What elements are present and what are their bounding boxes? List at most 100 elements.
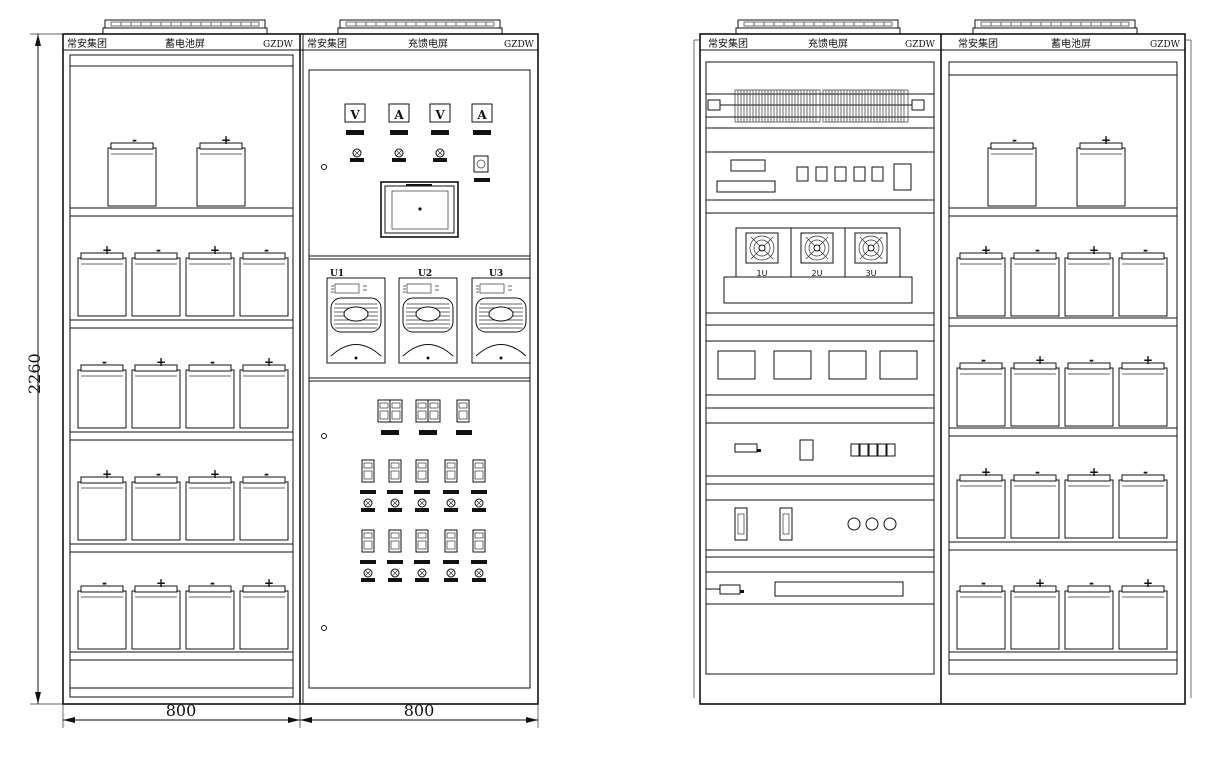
door-lock-icon xyxy=(321,433,327,439)
ammeter xyxy=(471,103,493,123)
rectifier-module xyxy=(398,277,458,364)
battery-terminal: + xyxy=(1101,133,1111,147)
width-dimension: 800 xyxy=(166,701,197,720)
module-label: U3 xyxy=(489,269,503,279)
panel-code: GZDW xyxy=(504,40,535,50)
battery xyxy=(239,364,289,429)
heater-resistor xyxy=(706,89,934,123)
battery xyxy=(239,585,289,650)
battery xyxy=(185,585,235,650)
module-label: U2 xyxy=(418,269,432,279)
battery xyxy=(77,476,127,541)
voltmeter xyxy=(429,103,451,123)
vent-grille xyxy=(337,19,503,35)
battery-row: + - + - xyxy=(77,243,289,317)
terminal-row xyxy=(734,439,896,461)
battery-terminal: + xyxy=(210,467,220,481)
battery-terminal: - xyxy=(264,243,269,257)
panel-code: GZDW xyxy=(1150,40,1181,50)
indicator-lamp-icon xyxy=(391,148,407,163)
battery xyxy=(239,476,289,541)
voltmeter xyxy=(344,103,366,123)
company-name: 常安集团 xyxy=(67,37,107,50)
battery-terminal: - xyxy=(1035,243,1040,257)
cooling-fan-icon xyxy=(745,232,779,264)
meter-label: A xyxy=(476,108,487,122)
battery xyxy=(131,252,181,317)
meter-label: V xyxy=(434,108,445,122)
panel-code: GZDW xyxy=(263,40,294,50)
battery-terminal: + xyxy=(210,243,220,257)
panel-name: 充馈电屏 xyxy=(808,37,848,50)
battery-row: + - + - xyxy=(956,243,1168,317)
main-breaker-group xyxy=(377,399,472,435)
width-dimension: 800 xyxy=(404,701,435,720)
battery-terminal: + xyxy=(102,243,112,257)
ammeter xyxy=(388,103,410,123)
battery-terminal: + xyxy=(264,576,274,590)
battery-terminal: - xyxy=(210,576,215,590)
feeder-breaker-row xyxy=(360,459,487,513)
panel-name: 蓄电池屏 xyxy=(1051,37,1091,50)
module-label: U1 xyxy=(330,269,344,279)
battery-terminal: - xyxy=(102,355,107,369)
left-elevation: 常安集团 蓄电池屏 GZDW - + xyxy=(25,19,539,728)
indicator-lamp-icon xyxy=(349,148,365,163)
fan-unit: 1U 2U 3U xyxy=(723,227,913,304)
battery xyxy=(1076,142,1126,207)
battery-row: - + - + xyxy=(77,576,289,650)
monitor-unit xyxy=(716,159,912,193)
selector-switch xyxy=(473,155,490,182)
panel-name: 蓄电池屏 xyxy=(165,37,205,50)
battery-terminal: - xyxy=(1143,243,1148,257)
feeder-breaker-row xyxy=(360,529,487,583)
battery-terminal: - xyxy=(132,133,137,147)
company-name: 常安集团 xyxy=(958,37,998,50)
vent-grille xyxy=(972,19,1138,35)
battery-terminal: + xyxy=(981,465,991,479)
battery-row: - + - + xyxy=(77,355,289,429)
battery-row: + - + - xyxy=(956,465,1168,539)
battery xyxy=(77,585,127,650)
battery-terminal: - xyxy=(981,353,986,367)
battery xyxy=(185,476,235,541)
battery-panel: 常安集团 蓄电池屏 GZDW - + xyxy=(67,37,294,698)
battery xyxy=(77,364,127,429)
rectifier-module xyxy=(471,277,531,364)
battery-terminal: - xyxy=(1012,133,1017,147)
battery xyxy=(131,476,181,541)
battery-terminal: + xyxy=(1089,465,1099,479)
battery-terminal: - xyxy=(156,243,161,257)
battery-terminal: - xyxy=(102,576,107,590)
battery-terminal: - xyxy=(156,467,161,481)
company-name: 常安集团 xyxy=(708,37,748,50)
battery-terminal: - xyxy=(1089,353,1094,367)
battery-row: - + - + xyxy=(956,353,1168,427)
panel-code: GZDW xyxy=(905,40,936,50)
battery xyxy=(107,142,157,207)
battery-terminal: + xyxy=(156,355,166,369)
battery xyxy=(131,585,181,650)
indicator-lamp-icon xyxy=(865,517,879,531)
door-lock-icon xyxy=(321,625,327,631)
meter-label: V xyxy=(349,108,360,122)
indicator-lamp-icon xyxy=(432,148,448,163)
cooling-fan-icon xyxy=(800,232,834,264)
indicator-lamp-icon xyxy=(847,517,861,531)
fan-label: 2U xyxy=(812,269,823,278)
battery-row: - + - + xyxy=(956,576,1168,650)
battery-terminal: - xyxy=(1035,465,1040,479)
shelf-lines xyxy=(70,207,293,689)
control-screen xyxy=(380,181,459,238)
battery-terminal: + xyxy=(156,576,166,590)
company-name: 常安集团 xyxy=(307,37,347,50)
battery xyxy=(77,252,127,317)
fan-label: 3U xyxy=(866,269,877,278)
door-lock-icon xyxy=(321,164,327,170)
battery xyxy=(987,142,1037,207)
battery-terminal: - xyxy=(210,355,215,369)
bus-bar xyxy=(706,581,904,597)
right-elevation: 常安集团 充馈电屏 GZDW xyxy=(693,19,1192,705)
battery-panel-rear: 常安集团 蓄电池屏 GZDW - + + - + - xyxy=(948,37,1181,675)
